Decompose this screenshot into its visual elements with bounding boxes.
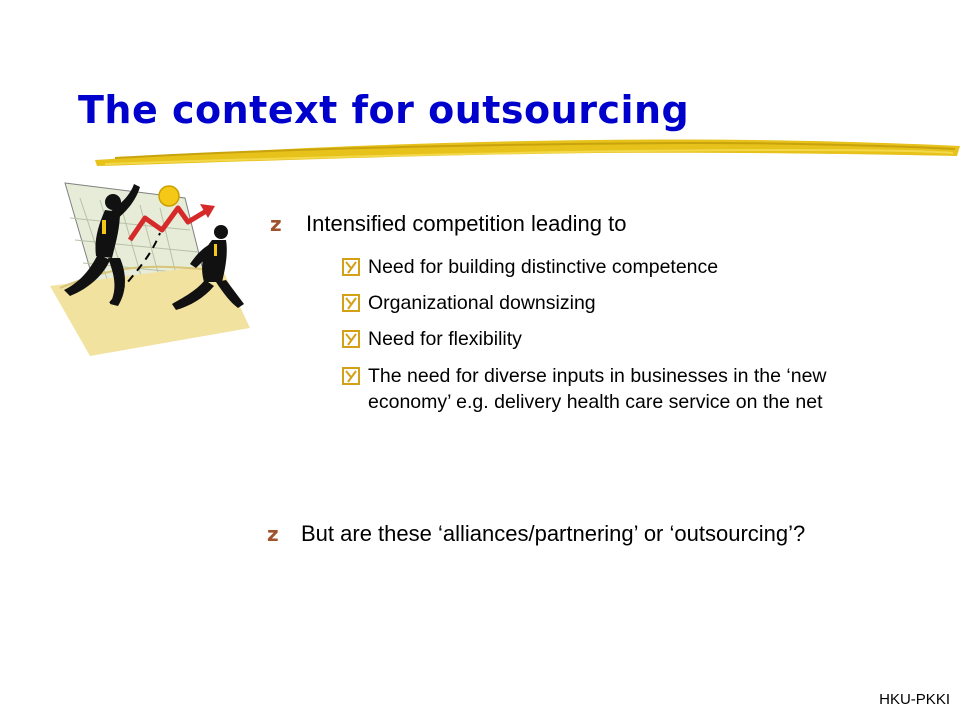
subbullet-text: The need for diverse inputs in businesse… bbox=[368, 365, 827, 413]
bullet-level2: Organizational downsizing bbox=[342, 290, 868, 316]
checkbox-icon bbox=[342, 326, 364, 352]
bullet-level2: The need for diverse inputs in businesse… bbox=[342, 363, 868, 415]
bullet-level2: Need for flexibility bbox=[342, 326, 868, 352]
subbullet-text: Need for flexibility bbox=[368, 328, 522, 350]
bullet-level2: Need for building distinctive competence bbox=[342, 254, 868, 280]
bullet-text: Intensified competition leading to bbox=[306, 211, 627, 236]
bullet-marker-z: z bbox=[270, 212, 282, 236]
bullet-text: But are these ‘alliances/partnering’ or … bbox=[301, 521, 806, 546]
bullet-level1: z Intensified competition leading to bbox=[270, 211, 626, 237]
checkbox-icon bbox=[342, 290, 364, 316]
bullet-level1: z But are these ‘alliances/partnering’ o… bbox=[267, 521, 861, 553]
subbullet-text: Need for building distinctive competence bbox=[368, 256, 719, 278]
checkbox-icon bbox=[342, 254, 364, 280]
footer-label: HKU-PKKI bbox=[879, 691, 950, 708]
subbullet-text: Organizational downsizing bbox=[368, 292, 596, 314]
business-volleyball-clipart bbox=[50, 182, 250, 356]
title-underline bbox=[95, 139, 960, 166]
bullet-marker-z: z bbox=[267, 522, 279, 546]
checkbox-icon bbox=[342, 363, 364, 389]
slide-title: The context for outsourcing bbox=[78, 88, 690, 132]
